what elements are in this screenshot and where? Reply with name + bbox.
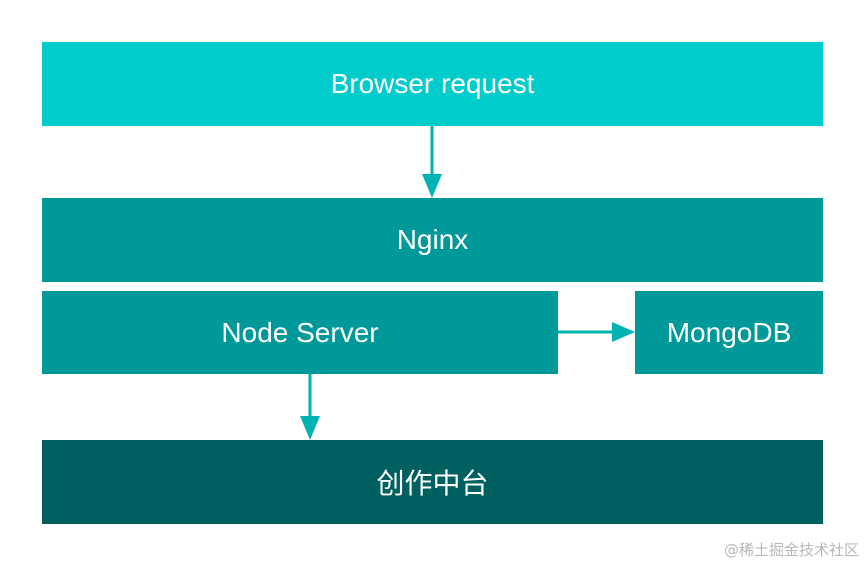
browser-request-label: Browser request <box>330 68 535 99</box>
platform-label: 创作中台 <box>376 467 489 500</box>
platform-box: 创作中台 <box>42 440 823 524</box>
mongodb-box: MongoDB <box>635 291 823 374</box>
node-server-label: Node Server <box>221 316 379 348</box>
arrow-node-to-mongodb <box>558 322 635 342</box>
mongodb-label: MongoDB <box>666 316 792 348</box>
arrow-node-to-platform <box>300 374 320 440</box>
nginx-box: Nginx <box>42 198 823 282</box>
nginx-label: Nginx <box>396 224 469 255</box>
node-server-box: Node Server <box>42 291 558 374</box>
browser-request-box: Browser request <box>42 42 823 126</box>
watermark-text: @稀土掘金技术社区 <box>723 541 859 559</box>
arrow-browser-to-nginx <box>422 126 442 198</box>
